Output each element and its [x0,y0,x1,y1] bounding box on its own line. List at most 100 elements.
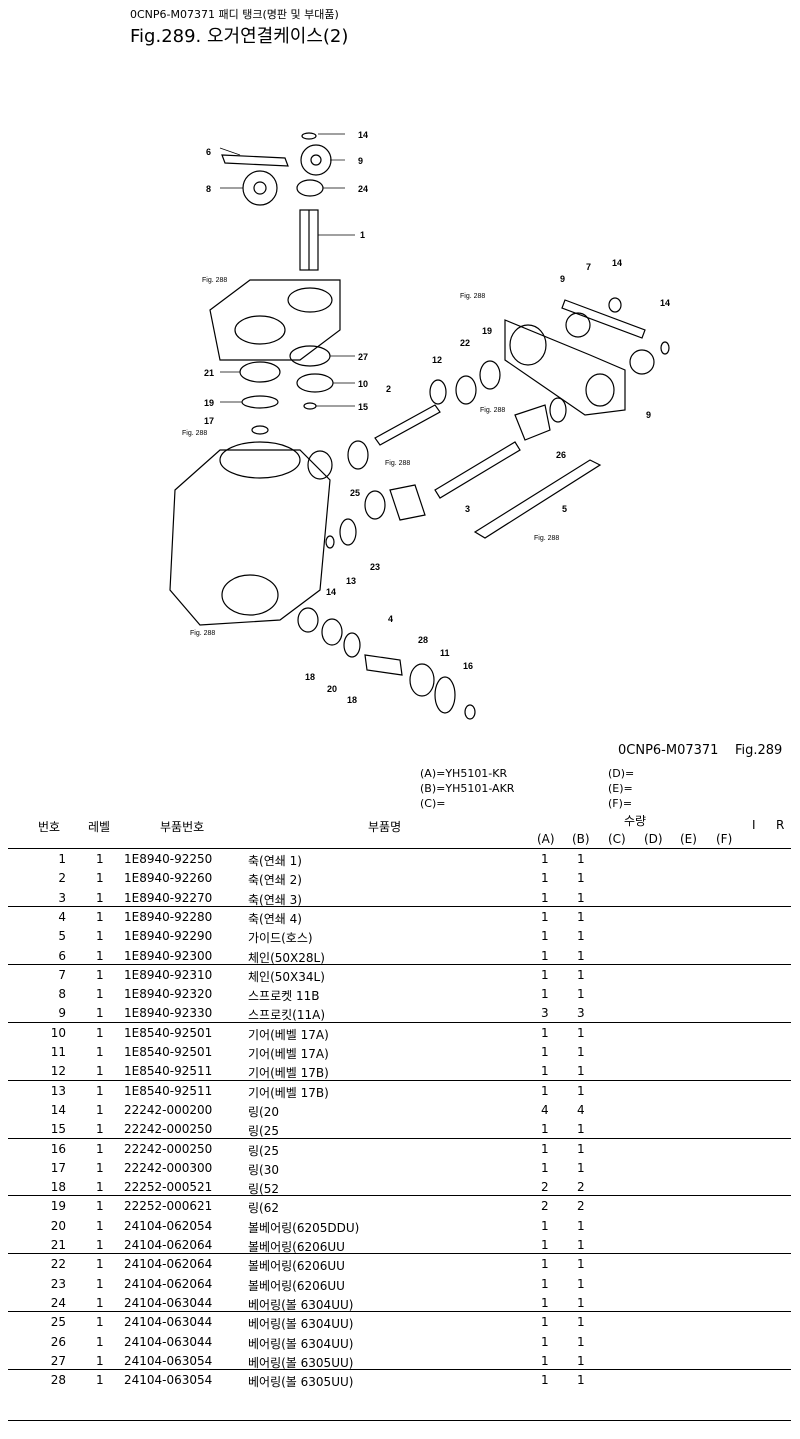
row-qty-b: 1 [577,1295,585,1310]
row-part-name: 체인(50X34L) [248,969,325,984]
row-level: 1 [96,1295,104,1310]
row-qty-b: 1 [577,1218,585,1233]
col-i: I [752,818,756,832]
row-qty-b: 1 [577,1238,585,1252]
row-part-number: 24104-063044 [124,1295,213,1310]
row-qty-b: 2 [577,1199,585,1214]
row-level: 1 [96,1373,104,1388]
row-qty-b: 1 [577,948,585,963]
row-level: 1 [96,987,104,1002]
callout: 26 [556,450,566,460]
col-qty: 수량 [624,814,647,828]
row-number: 9 [58,1006,66,1021]
header-rule [8,848,791,849]
row-number: 22 [50,1257,66,1272]
callout: 11 [440,648,450,658]
group-rule [8,1253,791,1255]
bearing-26 [549,397,567,423]
sprocket-9-right [629,349,655,375]
row-part-number: 1E8540-92511 [124,1083,213,1098]
row-number: 17 [50,1160,66,1175]
row-level: 1 [96,1218,104,1233]
row-part-number: 1E8940-92320 [124,987,213,1002]
col-f: (F) [716,832,733,846]
row-qty-a: 1 [541,1045,549,1059]
row-level: 1 [96,1122,104,1137]
sprocket-8 [242,170,278,206]
row-part-number: 24104-063054 [124,1353,213,1368]
row-qty-a: 1 [541,967,549,982]
callout: 16 [463,661,473,671]
row-part-name: 링(25 [248,1143,279,1158]
callout: 14 [612,258,622,268]
col-part-no: 부품번호 [160,820,205,834]
row-number: 13 [50,1083,66,1098]
row-qty-b: 1 [577,1083,585,1098]
model-d: (D)= [608,767,635,780]
row-number: 19 [50,1199,66,1214]
row-part-number: 22252-000621 [124,1199,213,1214]
bearing-20 [321,618,343,646]
ref-fig: Fig.289 [734,743,783,758]
row-qty-a: 4 [541,1102,549,1117]
callout: 7 [586,262,591,272]
row-part-number: 24104-063044 [124,1315,213,1330]
row-number: 6 [58,948,66,963]
callout-labels: 14 9 24 1 27 10 15 6 8 21 19 17 2 12 22 … [204,130,670,705]
group-rule [8,905,791,907]
row-qty-b: 1 [577,1334,585,1349]
ring-14-a [608,297,622,313]
fig-ref: Fig. 288 [534,535,559,542]
row-part-name: 체인(50X28L) [248,950,325,965]
row-part-name: 기어(베벨 17B) [248,1066,329,1081]
model-f: (F)= [608,797,633,810]
callout: 14 [660,298,670,308]
row-part-number: 1E8940-92290 [124,929,213,944]
row-part-number: 22252-000521 [124,1180,213,1195]
row-part-name: 축(연쇄 2) [248,873,302,888]
row-number: 21 [50,1238,66,1252]
row-part-number: 24104-063044 [124,1334,213,1349]
gear-10 [296,373,334,393]
row-qty-b: 1 [577,871,585,886]
row-qty-a: 1 [541,1122,549,1137]
footer-rule [8,1420,791,1421]
chain-7 [561,299,646,339]
callout: 24 [358,184,368,194]
row-number: 10 [50,1025,66,1040]
bearing-28 [409,663,435,697]
sprocket-9-left [565,312,591,338]
row-part-name: 축(연쇄 3) [248,892,302,907]
row-level: 1 [96,1334,104,1349]
row-part-name: 베어링(볼 6304UU) [248,1297,354,1312]
row-qty-b: 4 [577,1102,585,1117]
model-e: (E)= [608,782,633,795]
row-qty-a: 1 [541,909,549,924]
row-qty-b: 1 [577,909,585,924]
col-a: (A) [537,832,555,846]
bearing-27 [289,345,331,367]
row-part-number: 1E8540-92501 [124,1025,213,1040]
col-level: 레벨 [88,820,111,834]
callout: 22 [460,338,470,348]
col-b: (B) [572,832,590,846]
callout: 18 [305,672,315,682]
row-part-name: 볼베어링(6206UU [248,1240,345,1254]
row-qty-a: 2 [541,1180,549,1195]
row-level: 1 [96,1045,104,1059]
row-qty-b: 1 [577,1025,585,1040]
callout: 1 [360,230,365,240]
row-part-number: 22242-000250 [124,1141,213,1156]
row-part-number: 24104-062064 [124,1238,213,1252]
row-part-name: 볼베어링(6206UU [248,1259,345,1274]
row-part-number: 24104-062054 [124,1218,213,1233]
row-number: 14 [50,1102,66,1117]
sprocket-9-top [300,144,332,176]
row-part-number: 1E8540-92501 [124,1045,213,1059]
